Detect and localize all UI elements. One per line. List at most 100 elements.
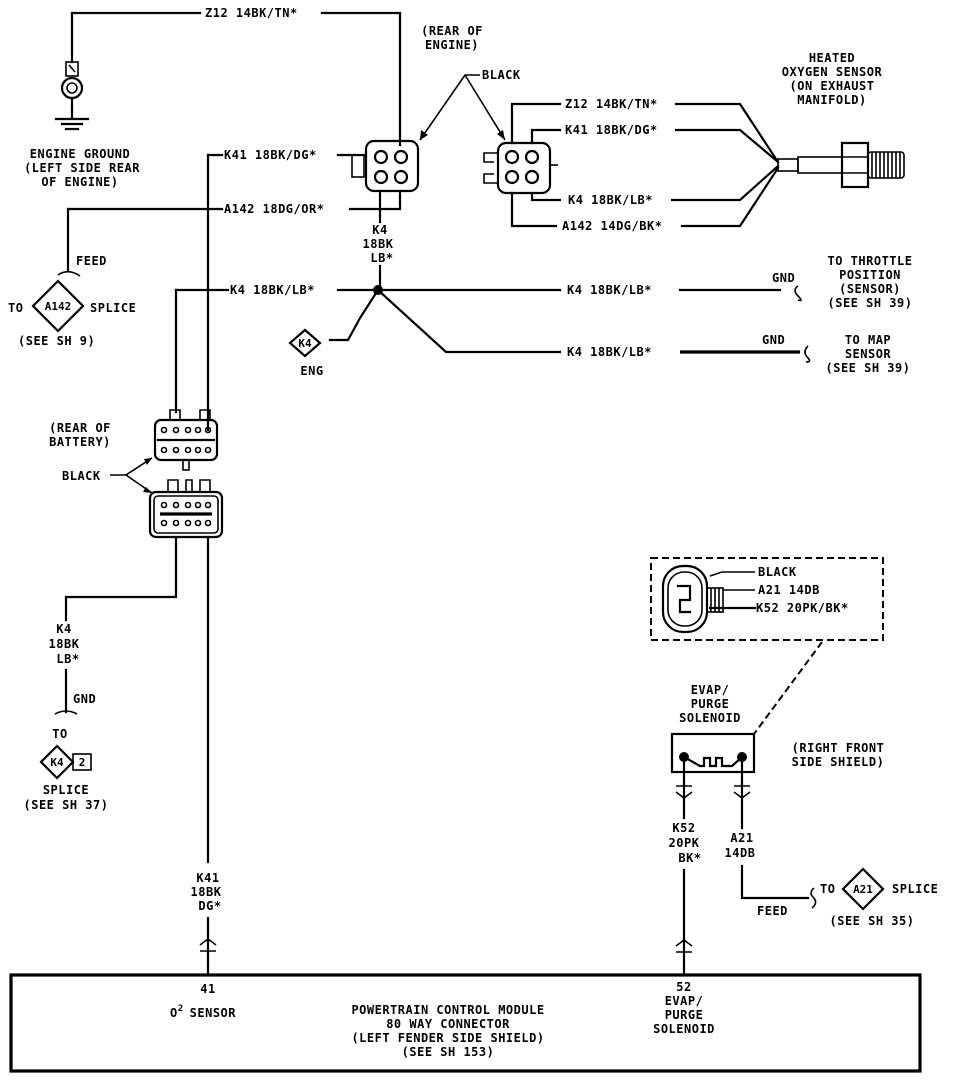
- wire-label-k4-map: K4 18BK/LB*: [567, 345, 652, 359]
- splice-num-k4: 2: [79, 756, 86, 769]
- heated-o2-label-3: (ON EXHAUST: [790, 79, 875, 93]
- pcm-pin-52-label-1: EVAP/: [665, 994, 704, 1008]
- connector-pin-icon: [675, 785, 693, 799]
- feed-label-left: FEED: [76, 254, 107, 268]
- evap-solenoid-label-1: EVAP/: [691, 683, 730, 697]
- heated-o2-label-2: OXYGEN SENSOR: [782, 65, 883, 79]
- splice-id-k4-eng: K4: [298, 337, 312, 350]
- ground-eyelet-icon: [65, 61, 79, 77]
- black-label-top: BLACK: [482, 68, 521, 82]
- pcm-title-4: (SEE SH 153): [402, 1045, 495, 1059]
- heated-oxygen-sensor-icon: [777, 141, 905, 189]
- wire-label-k41-lower-2: 18BK: [191, 885, 222, 899]
- wire-label-a142-left: A142 18DG/OR*: [224, 202, 324, 216]
- pcm-pin-52-label-2: PURGE: [665, 1008, 704, 1022]
- right-front-label-2: SIDE SHIELD): [792, 755, 885, 769]
- wire-label-k4-lower-1: K4: [56, 622, 71, 636]
- wire-label-k4-tps: K4 18BK/LB*: [567, 283, 652, 297]
- splice-id-a142: A142: [45, 300, 72, 313]
- wire-label-k41-lower-3: DG*: [198, 899, 221, 913]
- feed-label-right: FEED: [757, 904, 788, 918]
- gnd-break-icon: [794, 285, 802, 302]
- evap-inset-k52: K52 20PK/BK*: [756, 601, 849, 615]
- evap-solenoid-icon: [670, 732, 756, 774]
- rear-of-battery-label-1: (REAR OF: [49, 421, 111, 435]
- wire-label-z12-top: Z12 14BK/TN*: [205, 6, 298, 20]
- wire-label-k4-vert-2: 18BK: [363, 237, 394, 251]
- tps-label-1: TO THROTTLE: [828, 254, 913, 268]
- ground-symbol-icon: [54, 117, 90, 131]
- wire-label-a21-1: A21: [730, 831, 753, 845]
- wire-label-z12-sensor: Z12 14BK/TN*: [565, 97, 658, 111]
- evap-inset-black: BLACK: [758, 565, 797, 579]
- splice-id-k4: K4: [50, 756, 64, 769]
- evap-connector-icon: [661, 564, 724, 634]
- wire-label-k4-lower-2: 18BK: [49, 637, 80, 651]
- see-sh-37: (SEE SH 37): [24, 798, 109, 812]
- wire-label-k41-lower-1: K41: [196, 871, 219, 885]
- evap-inset-a21: A21 14DB: [758, 583, 820, 597]
- to-label-lower: TO: [52, 727, 67, 741]
- arrow-icon: [144, 458, 152, 465]
- arrow-icon: [497, 130, 505, 140]
- o2-connector-engine-side: [351, 139, 420, 193]
- pcm-pin-52: 52: [676, 980, 691, 994]
- wire-label-a142-sensor: A142 14DG/BK*: [562, 219, 662, 233]
- map-label-1: TO MAP: [845, 333, 891, 347]
- evap-solenoid-label-2: PURGE: [691, 697, 730, 711]
- gnd-label-lower: GND: [73, 692, 96, 706]
- splice-diamond-a21: [841, 867, 885, 911]
- battery-connector-upper: [153, 409, 219, 471]
- tps-label-3: (SENSOR): [839, 282, 901, 296]
- engine-ground-label-3: OF ENGINE): [41, 175, 118, 189]
- eng-label: ENG: [300, 364, 323, 378]
- black-label-battery: BLACK: [62, 469, 101, 483]
- wire-label-a21-2: 14DB: [725, 846, 756, 860]
- tps-label-2: POSITION: [839, 268, 901, 282]
- rear-of-engine-label-1: (REAR OF: [421, 24, 483, 38]
- connector-pin-icon: [675, 939, 693, 953]
- gnd-break-icon: [804, 345, 811, 363]
- map-label-2: SENSOR: [845, 347, 892, 361]
- gnd-label-tps: GND: [772, 271, 795, 285]
- splice-label-left: SPLICE: [90, 301, 136, 315]
- splice-label-right: SPLICE: [892, 882, 938, 896]
- right-front-label-1: (RIGHT FRONT: [792, 741, 885, 755]
- wire-label-k4-vert-3: LB*: [370, 251, 393, 265]
- wire-label-k4-lower-3: LB*: [56, 652, 79, 666]
- pcm-pin-52-label-3: SOLENOID: [653, 1022, 715, 1036]
- pcm-title-2: 80 WAY CONNECTOR: [386, 1017, 510, 1031]
- splice-id-a21: A21: [853, 883, 873, 896]
- pcm-box: [9, 973, 922, 1073]
- pcm-title-1: POWERTRAIN CONTROL MODULE: [351, 1003, 544, 1017]
- engine-ground-group: Z12 14BK/TN* ENGINE GROUND (LEFT SIDE RE…: [24, 6, 402, 189]
- feed-break-icon: [810, 887, 817, 909]
- map-label-3: (SEE SH 39): [826, 361, 911, 375]
- evap-connector-inset: [650, 557, 884, 641]
- to-label-left: TO: [8, 301, 23, 315]
- rear-of-battery-label-2: BATTERY): [49, 435, 111, 449]
- splice-num-box: [72, 753, 92, 771]
- splice-diamond-k4-eng: [288, 328, 322, 358]
- wire-label-k41-sensor: K41 18BK/DG*: [565, 123, 658, 137]
- battery-connector-lower: [148, 479, 224, 539]
- to-label-right: TO: [820, 882, 835, 896]
- connector-pin-icon: [199, 938, 217, 952]
- pcm-pin-41: 41: [200, 982, 215, 996]
- heated-o2-label-1: HEATED: [809, 51, 855, 65]
- evap-solenoid-label-3: SOLENOID: [679, 711, 741, 725]
- gnd-label-map: GND: [762, 333, 785, 347]
- pcm-title-3: (LEFT FENDER SIDE SHIELD): [351, 1031, 544, 1045]
- heated-o2-label-4: MANIFOLD): [797, 93, 867, 107]
- wire-label-k4-sensor: K4 18BK/LB*: [568, 193, 653, 207]
- splice-diamond-k4: [39, 744, 75, 780]
- engine-ground-label-2: (LEFT SIDE REAR: [24, 161, 140, 175]
- feed-break-icon: [57, 270, 81, 277]
- o2-connector-sensor-side: [483, 141, 558, 195]
- see-sh-35: (SEE SH 35): [830, 914, 915, 928]
- engine-ground-label-1: ENGINE GROUND: [30, 147, 130, 161]
- wire-label-k52-1: K52: [672, 821, 695, 835]
- wire-label-k52-2: 20PK: [669, 836, 700, 850]
